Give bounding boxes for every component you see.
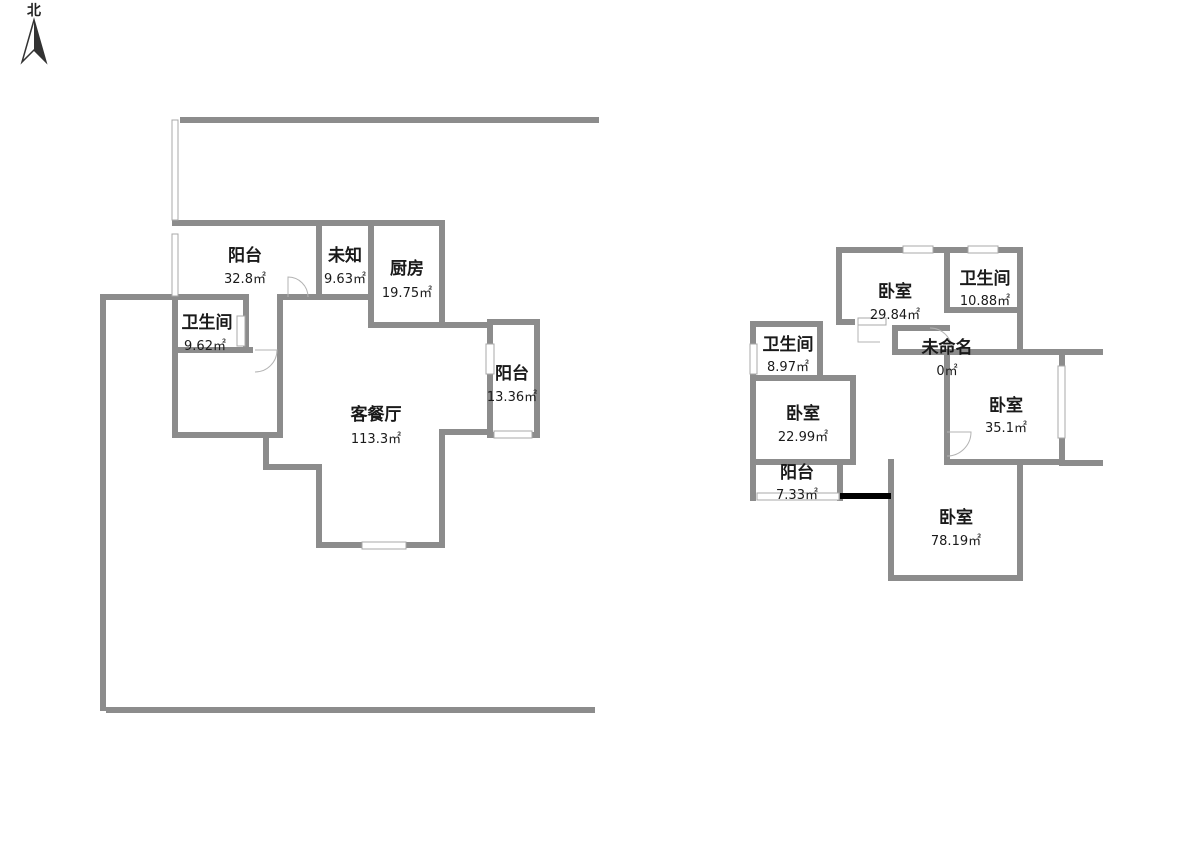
room-area: 9.63㎡ [324, 272, 366, 287]
room-name: 阳台 [495, 363, 529, 384]
room-label-unknown: 未知 9.63㎡ [324, 245, 366, 287]
room-name: 客餐厅 [350, 404, 402, 425]
left-floor-windows [171, 119, 533, 550]
north-label: 北 [27, 3, 41, 19]
room-area: 19.75㎡ [382, 286, 432, 301]
room-label-balcony-2: 阳台 13.36㎡ [487, 363, 537, 405]
room-label-living-dining: 客餐厅 113.3㎡ [350, 404, 402, 447]
room-name: 阳台 [780, 462, 814, 483]
room-area: 35.1㎡ [985, 421, 1027, 436]
room-label-balcony-3: 阳台 7.33㎡ [776, 462, 818, 503]
room-label-bedroom-1: 卧室 29.84㎡ [870, 281, 920, 323]
room-label-bathroom-1: 卫生间 9.62㎡ [182, 312, 233, 354]
right-floor-doors [857, 320, 972, 457]
room-label-kitchen: 厨房 19.75㎡ [382, 258, 432, 301]
room-label-bedroom-3: 卧室 22.99㎡ [778, 403, 828, 445]
room-name: 阳台 [228, 245, 262, 266]
room-area: 78.19㎡ [931, 534, 981, 549]
room-name: 卧室 [939, 507, 973, 528]
room-area: 9.62㎡ [184, 339, 226, 354]
room-area: 22.99㎡ [778, 430, 828, 445]
room-name: 卫生间 [763, 334, 814, 355]
room-area: 8.97㎡ [767, 360, 809, 375]
room-name: 厨房 [390, 258, 424, 279]
room-label-unnamed: 未命名 0㎡ [921, 337, 973, 379]
room-area: 0㎡ [936, 364, 957, 379]
room-area: 32.8㎡ [224, 272, 266, 287]
room-label-balcony-1: 阳台 32.8㎡ [224, 245, 266, 287]
room-area: 29.84㎡ [870, 308, 920, 323]
room-area: 13.36㎡ [487, 390, 537, 405]
north-compass-icon: 北 [20, 3, 48, 65]
room-area: 7.33㎡ [776, 488, 818, 503]
room-name: 卧室 [878, 281, 912, 302]
room-label-bathroom-3: 卫生间 8.97㎡ [763, 334, 814, 375]
room-label-bathroom-2: 卫生间 10.88㎡ [960, 268, 1011, 309]
left-floor-doors [254, 276, 309, 373]
room-label-bedroom-4: 卧室 78.19㎡ [931, 507, 981, 549]
room-name: 卫生间 [182, 312, 233, 333]
room-name: 未命名 [921, 337, 973, 358]
room-name: 未知 [327, 245, 362, 266]
room-name: 卧室 [989, 395, 1023, 416]
room-area: 10.88㎡ [960, 294, 1010, 309]
room-label-bedroom-2: 卧室 35.1㎡ [985, 395, 1027, 436]
room-name: 卧室 [786, 403, 820, 424]
room-name: 卫生间 [960, 268, 1011, 289]
room-area: 113.3㎡ [351, 432, 401, 447]
